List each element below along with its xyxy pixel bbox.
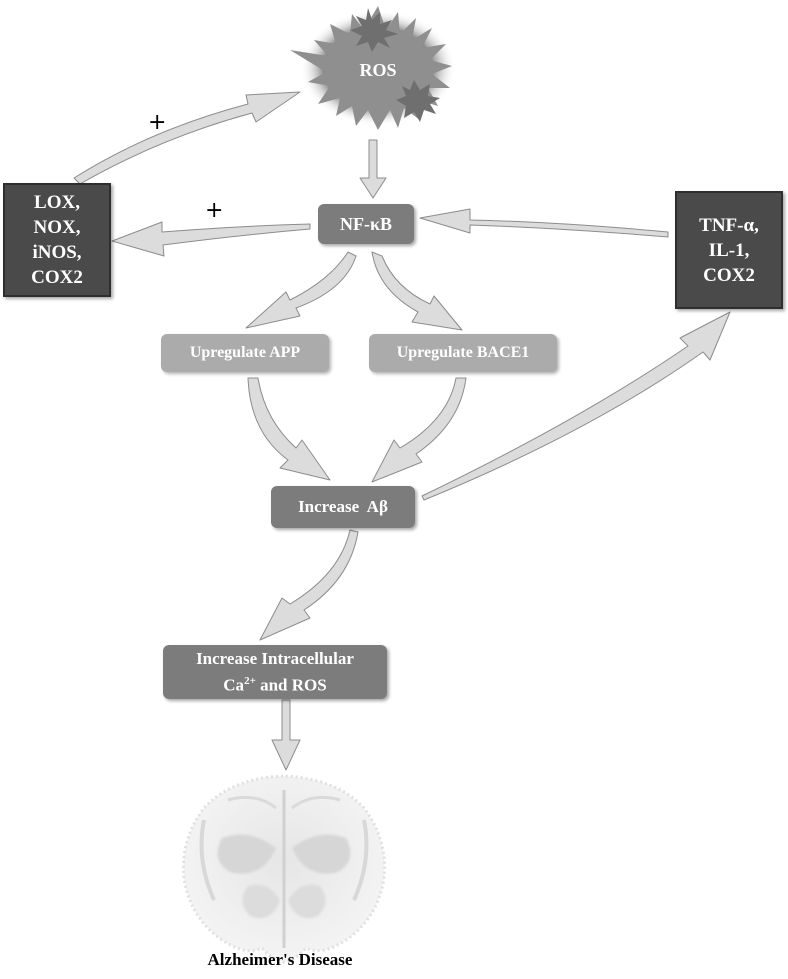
cox2-line: COX2 (703, 264, 755, 286)
plus-sign-lower: + (205, 198, 224, 223)
arrow-nfkb-to-app (245, 251, 357, 329)
arrow-intracellular-to-brain (271, 699, 301, 771)
arrow-tnf-to-nfkb (419, 208, 669, 238)
nox-line: NOX, (33, 217, 81, 238)
intracellular-line1: Increase Intracellular (196, 648, 354, 668)
arrow-lox-to-ros (73, 91, 301, 185)
arrow-abeta-to-intracellular (259, 529, 359, 641)
upregulate-bace1-box: Upregulate BACE1 (369, 334, 557, 372)
inos-line: iNOS, (32, 242, 82, 263)
arrow-nfkb-to-lox (111, 221, 311, 257)
brain-section-icon (181, 774, 387, 964)
ros-starburst-icon (290, 6, 456, 130)
increase-intracellular-box: Increase Intracellular Ca2+ and ROS (163, 645, 387, 699)
calcium-text: Ca (223, 675, 245, 695)
arrow-app-to-abeta (247, 377, 331, 481)
lox-line: LOX, (34, 192, 80, 213)
increase-abeta-box: Increase Aβ (271, 486, 415, 528)
lox-nox-inos-cox2-box: LOX, NOX, iNOS, COX2 (3, 183, 111, 297)
cox2-line: COX2 (31, 267, 83, 288)
alzheimers-disease-caption: Alzheimer's Disease (207, 950, 353, 969)
arrow-ros-to-nfkb (359, 139, 387, 199)
and-ros-text: and ROS (255, 675, 327, 695)
plus-sign-upper: + (148, 110, 167, 135)
nfkb-box: NF-κB (318, 204, 414, 244)
il1-line: IL-1, (708, 239, 750, 261)
upregulate-app-box: Upregulate APP (161, 334, 329, 372)
arrow-bace1-to-abeta (371, 377, 467, 483)
intracellular-line2: Ca2+ and ROS (223, 670, 326, 697)
ros-label: ROS (359, 59, 397, 80)
tnf-line: TNF-α, (699, 214, 759, 236)
arrow-abeta-to-tnf (421, 311, 731, 501)
tnf-il1-cox2-box: TNF-α, IL-1, COX2 (675, 191, 783, 309)
calcium-charge: 2+ (244, 674, 256, 687)
arrow-nfkb-to-bace1 (371, 251, 463, 331)
